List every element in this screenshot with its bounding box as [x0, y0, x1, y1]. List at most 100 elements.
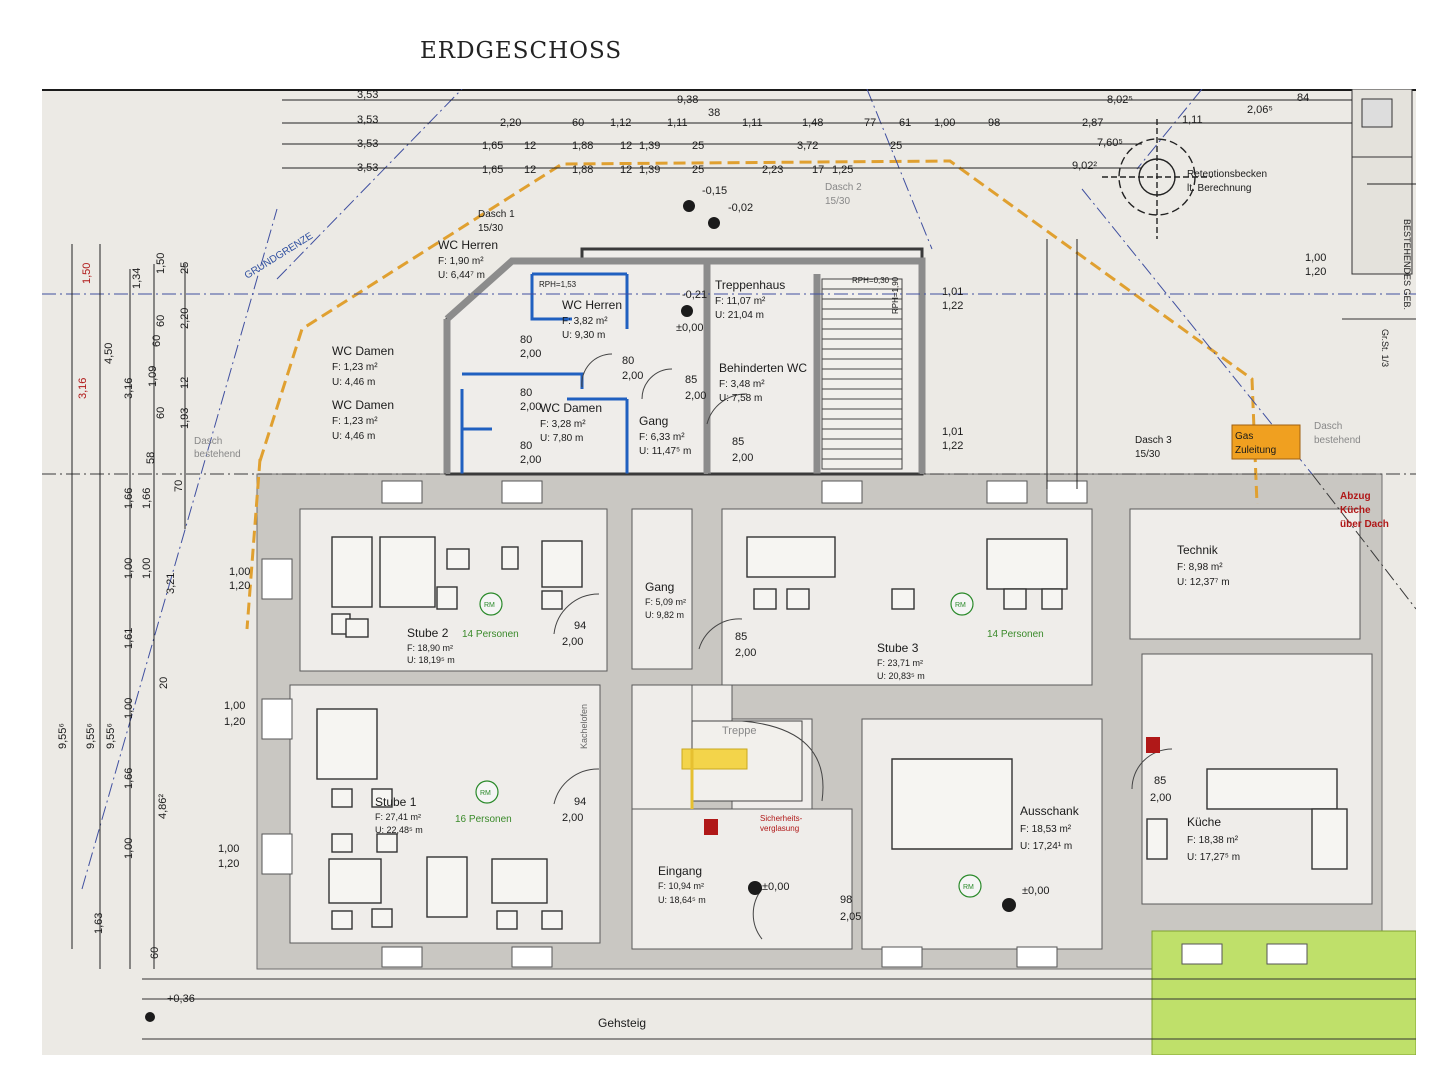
door-label-10a: 85 — [1154, 775, 1166, 787]
dim-top-4-b: 1,65 — [482, 164, 503, 176]
door-label-7b: 2,00 — [562, 636, 583, 648]
dim-left-red-c: 9,55⁶ — [57, 723, 69, 749]
dim-left-2-b: 9,55⁶ — [85, 723, 97, 749]
dim-top-4-a: 3,53 — [357, 162, 378, 174]
dim-left-4-c: 60 — [155, 407, 167, 419]
room-wc-herren-2-f: F: 3,82 m² — [562, 316, 608, 327]
abzug-label-2: Küche — [1340, 505, 1371, 516]
room-wc-herren-1-u: U: 6,44⁷ m — [438, 270, 485, 281]
window-label-2b: 1,20 — [224, 716, 245, 728]
room-stube2-u: U: 18,19⁵ m — [407, 655, 455, 665]
room-gang-1-u: U: 11,47⁵ m — [639, 446, 691, 457]
dim-top-2-a: 3,53 — [357, 114, 378, 126]
dim-top-2-m: 2,87 — [1082, 117, 1103, 129]
dasch3-label-2: 15/30 — [1135, 449, 1160, 460]
dim-left-3-k: 9,55⁶ — [105, 723, 117, 749]
dim-top-4-h: 2,23 — [762, 164, 783, 176]
door-label-10b: 2,00 — [1150, 792, 1171, 804]
dim-top-4-d: 1,88 — [572, 164, 593, 176]
room-gang-2-u: U: 9,82 m — [645, 610, 684, 620]
room-stube2-f: F: 18,90 m² — [407, 643, 453, 653]
dim-top-3-j: 7,60⁵ — [1097, 137, 1123, 149]
dim-left-3-b: 1,09 — [147, 366, 159, 387]
rm-label-2: RM — [955, 602, 966, 609]
room-eingang-f: F: 10,94 m² — [658, 881, 704, 891]
room-stube3-f: F: 23,71 m² — [877, 658, 923, 668]
room-stube2-persons: 14 Personen — [462, 629, 519, 640]
room-wc-damen-1-u: U: 4,46 m — [332, 377, 375, 388]
door-label-8a: 85 — [735, 631, 747, 643]
room-gang-2-name: Gang — [645, 580, 674, 594]
room-treppe-name: Treppe — [722, 725, 756, 737]
dim-left-4-d: 58 — [145, 452, 157, 464]
dim-left-3-h: 1,66 — [123, 768, 135, 789]
dim-left-5-e: 70 — [173, 480, 185, 492]
dim-left-5-f: 3,21 — [165, 573, 177, 594]
dim-left-2-a: 4,50 — [103, 343, 115, 364]
room-markers — [475, 592, 982, 898]
level-label-3: -0,15 — [702, 185, 727, 197]
kachelofen-label: Kachelofen — [579, 704, 589, 749]
dasch2-label-1: Dasch 2 — [825, 182, 862, 193]
window-label-4b: 1,20 — [1305, 266, 1326, 278]
room-stube1-f: F: 27,41 m² — [375, 812, 421, 822]
door-label-3a: 80 — [520, 387, 532, 399]
stair-treads — [821, 278, 903, 470]
room-ausschank-name: Ausschank — [1020, 804, 1080, 818]
room-wc-damen-3-f: F: 3,28 m² — [540, 419, 586, 430]
level-label-1: ±0,00 — [762, 881, 789, 893]
room-treppenhaus-u: U: 21,04 m — [715, 310, 764, 321]
retention-basin — [1102, 119, 1212, 239]
dim-top-4-i: 17 — [812, 164, 824, 176]
dasch-bestehend-left-2: bestehend — [194, 449, 241, 460]
room-wc-damen-2-f: F: 1,23 m² — [332, 416, 378, 427]
dim-left-3-g: 1,00 — [123, 698, 135, 719]
door-label-4b: 2,00 — [520, 454, 541, 466]
room-technik-name: Technik — [1177, 543, 1219, 557]
dim-left-red-a: 3,16 — [77, 378, 89, 399]
dim-left-3-a: 3,16 — [123, 378, 135, 399]
dim-left-4-i: 60 — [149, 947, 161, 959]
dasch2-label-2: 15/30 — [825, 196, 850, 207]
abzug-label-1: Abzug — [1340, 491, 1371, 502]
door-label-11a: 98 — [840, 894, 852, 906]
rph-label-2: RPH=0,30 — [852, 276, 890, 285]
door-label-2b: 2,00 — [622, 370, 643, 382]
dim-top-4-j: 1,25 — [832, 164, 853, 176]
room-treppenhaus-f: F: 11,07 m² — [715, 296, 766, 307]
dim-left-2-c: 1,34 — [131, 268, 143, 289]
room-kueche-u: U: 17,27⁵ m — [1187, 852, 1240, 863]
dasch1-label-1: Dasch 1 — [478, 209, 515, 220]
level-markers — [145, 200, 1016, 1022]
dim-left-4-h: 4,86² — [157, 794, 169, 819]
dim-top-1-d: 84 — [1297, 92, 1309, 104]
dim-top-1-c: 8,02⁵ — [1107, 94, 1133, 106]
dim-left-5-c: 12 — [179, 377, 191, 389]
door-label-6a: 85 — [732, 436, 744, 448]
room-kueche-name: Küche — [1187, 815, 1221, 829]
dim-left-3-c: 60 — [151, 335, 163, 347]
dim-left-5-d: 1,93 — [179, 408, 191, 429]
dim-left-3-f: 1,61 — [123, 628, 135, 649]
window-label-5b: 1,22 — [942, 300, 963, 312]
window-label-2a: 1,00 — [224, 700, 245, 712]
door-label-3b: 2,00 — [520, 401, 541, 413]
door-label-9b: 2,00 — [562, 812, 583, 824]
rm-label-4: RM — [963, 884, 974, 891]
sicherheit-label-1: Sicherheits- — [760, 814, 803, 823]
room-ausschank-f: F: 18,53 m² — [1020, 824, 1072, 835]
dim-top-2-h: 1,48 — [802, 117, 823, 129]
room-behinderten-wc-u: U: 7,58 m — [719, 393, 762, 404]
door-label-5a: 85 — [685, 374, 697, 386]
room-technik-f: F: 8,98 m² — [1177, 562, 1223, 573]
dasch1-label-2: 15/30 — [478, 223, 503, 234]
dim-left-5-a: 25 — [179, 262, 191, 274]
room-eingang-name: Eingang — [658, 864, 702, 878]
window-markers — [261, 480, 1308, 968]
room-gang-1-f: F: 6,33 m² — [639, 432, 685, 443]
sicherheit-label-2: verglasung — [760, 824, 799, 833]
dim-top-3-b: 1,65 — [482, 140, 503, 152]
room-eingang-u: U: 18,64⁵ m — [658, 895, 706, 905]
dim-left-4-b: 60 — [155, 315, 167, 327]
door-label-11b: 2,05 — [840, 911, 861, 923]
